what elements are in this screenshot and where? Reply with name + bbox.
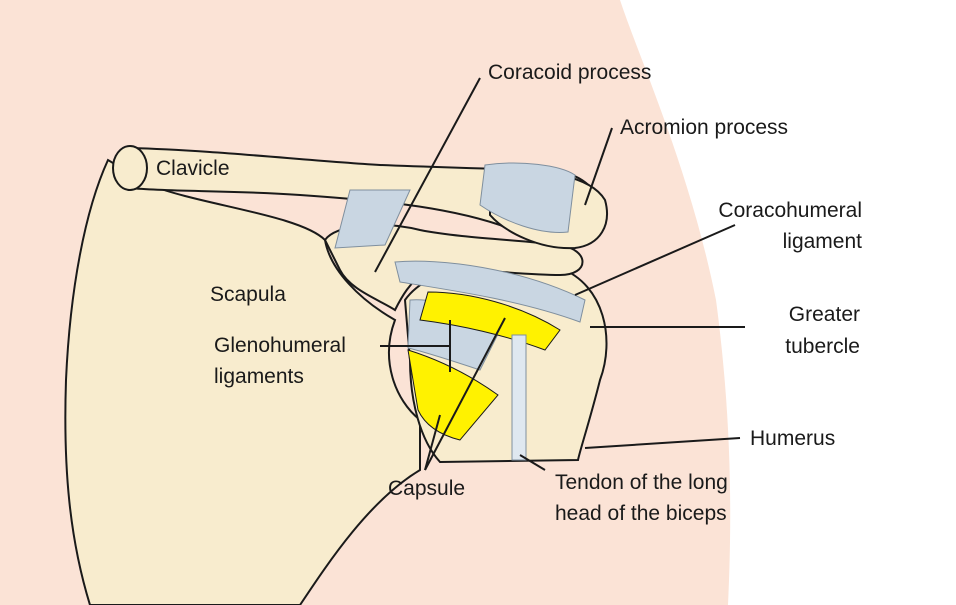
label-greater: Greater bbox=[700, 302, 860, 328]
label-coracoid-process: Coracoid process bbox=[488, 60, 651, 86]
clavicle-end bbox=[113, 146, 147, 190]
label-coracohumeral: Coracohumeral bbox=[650, 198, 862, 224]
biceps-tendon bbox=[512, 335, 526, 460]
label-capsule: Capsule bbox=[388, 476, 465, 502]
label-humerus: Humerus bbox=[750, 426, 835, 452]
label-coracohumeral-2: ligament bbox=[650, 229, 862, 255]
label-glenohumeral: Glenohumeral bbox=[214, 333, 346, 359]
label-clavicle: Clavicle bbox=[156, 156, 230, 182]
label-tendon: Tendon of the long bbox=[555, 470, 728, 496]
label-tubercle: tubercle bbox=[700, 334, 860, 360]
label-scapula: Scapula bbox=[210, 282, 286, 308]
label-glenohumeral-2: ligaments bbox=[214, 364, 304, 390]
label-tendon-2: head of the biceps bbox=[555, 501, 727, 527]
label-acromion-process: Acromion process bbox=[620, 115, 788, 141]
